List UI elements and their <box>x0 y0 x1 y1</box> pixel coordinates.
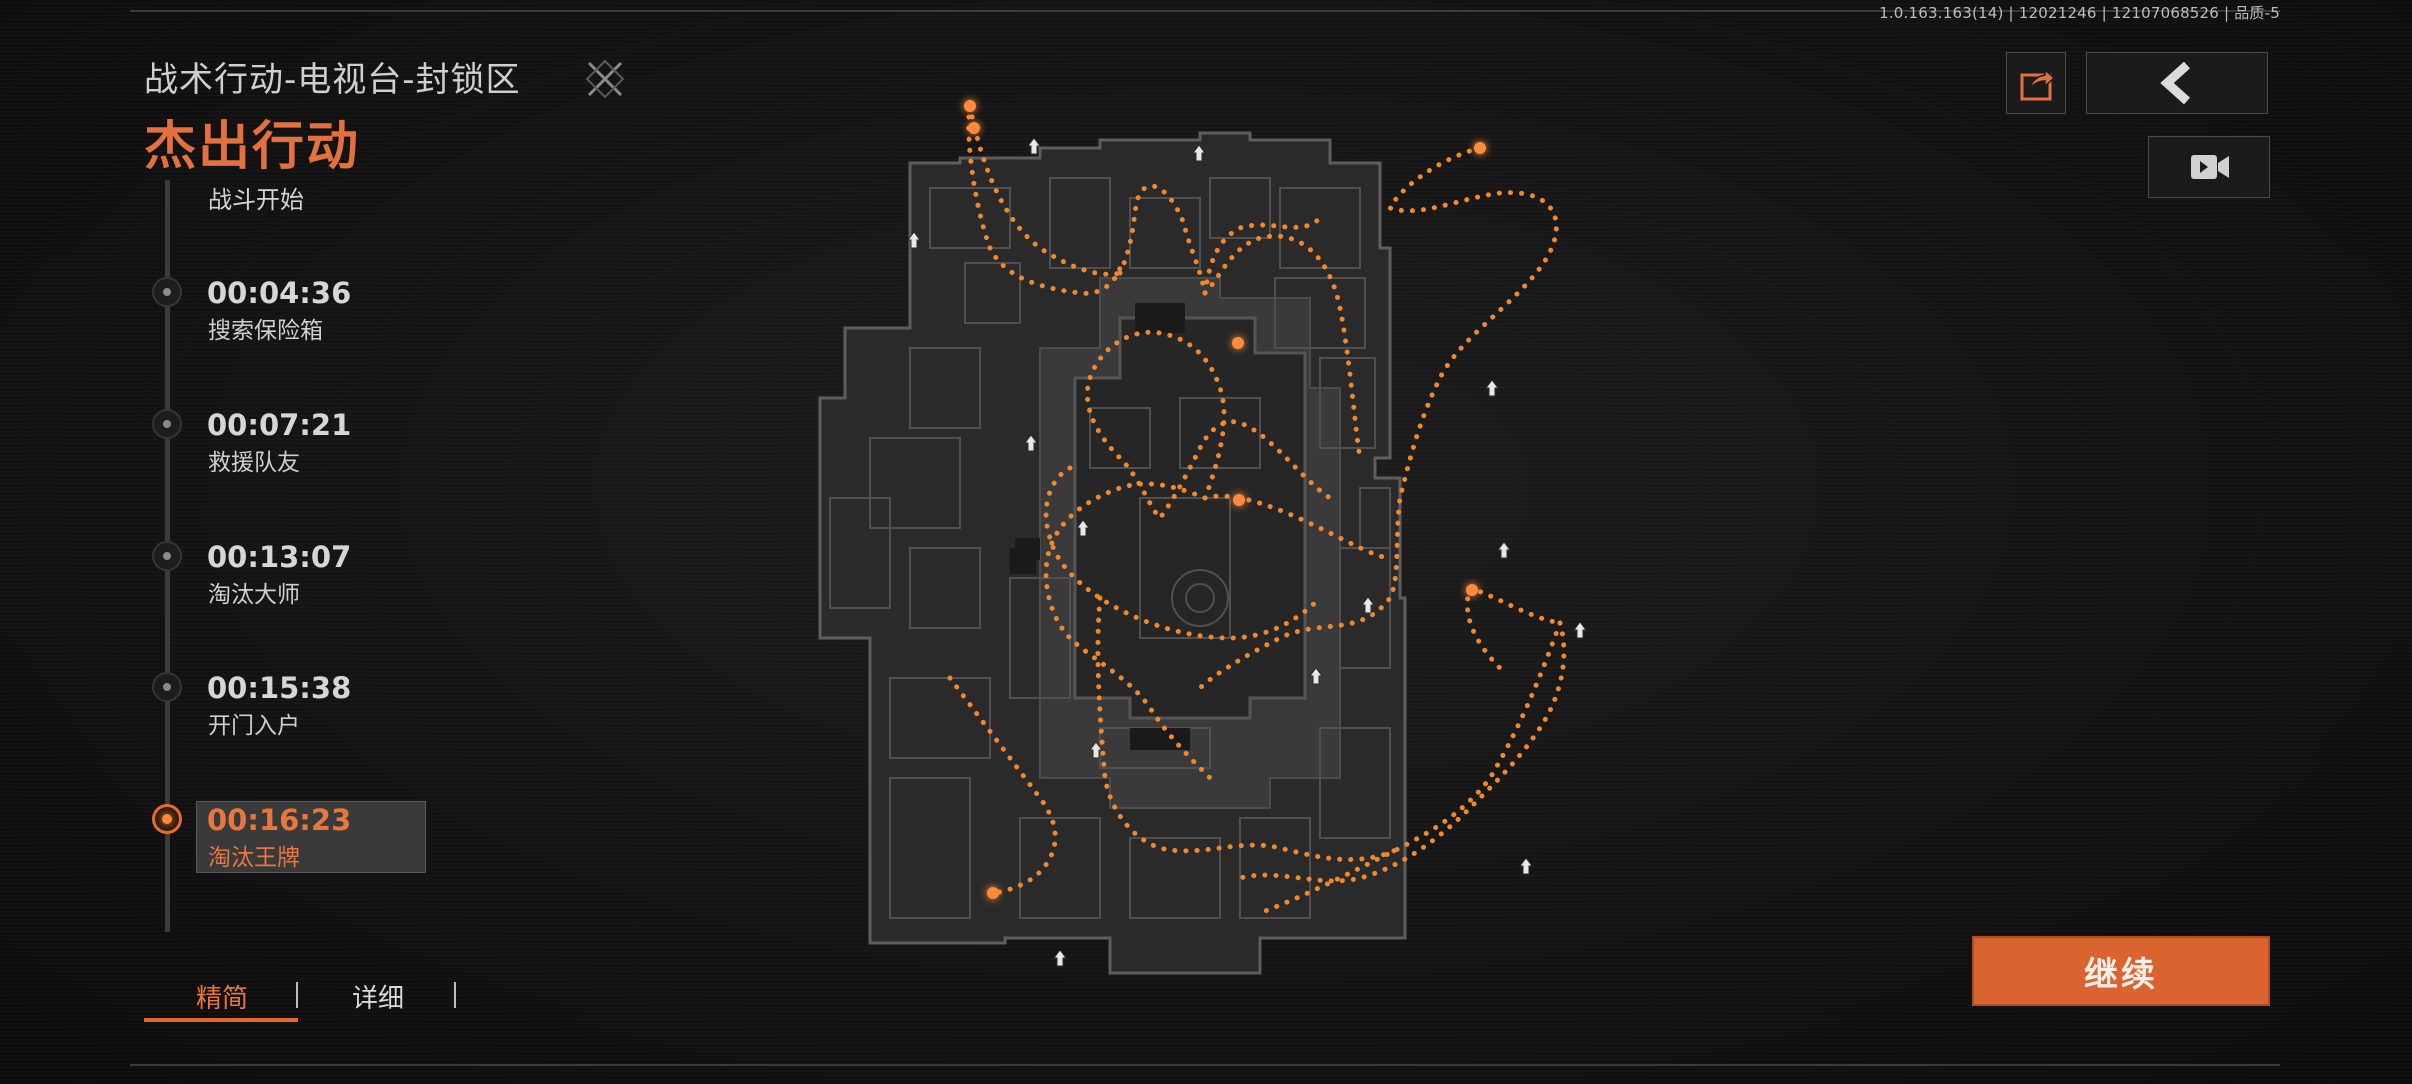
event-marker[interactable] <box>968 122 980 134</box>
continue-button[interactable]: 继续 <box>1972 936 2270 1006</box>
tab-separator <box>296 982 298 1008</box>
timeline-node[interactable] <box>152 409 182 439</box>
operation-name: 杰出行动 <box>144 117 361 177</box>
timeline-node[interactable] <box>152 541 182 571</box>
event-marker[interactable] <box>1233 494 1245 506</box>
active-event-highlight[interactable] <box>196 801 426 873</box>
replay-video-button[interactable] <box>2148 136 2270 198</box>
share-button[interactable] <box>2006 52 2066 114</box>
event-marker[interactable] <box>987 887 999 899</box>
event-label[interactable]: 救援队友 <box>208 450 300 476</box>
chevron-left-icon <box>2160 61 2191 105</box>
event-label[interactable]: 搜索保险箱 <box>208 318 323 344</box>
tab-simple[interactable]: 精简 <box>196 984 249 1014</box>
event-marker[interactable] <box>1232 337 1244 349</box>
event-marker[interactable] <box>1474 142 1486 154</box>
event-time-active[interactable]: 00:16:23 <box>207 803 352 837</box>
close-x-icon <box>585 59 625 99</box>
back-button[interactable] <box>2086 52 2268 114</box>
tab-detail[interactable]: 详细 <box>352 984 405 1014</box>
event-markers <box>964 100 1486 899</box>
event-time[interactable]: 00:15:38 <box>207 671 352 705</box>
event-marker[interactable] <box>964 100 976 112</box>
share-icon <box>2020 68 2056 101</box>
event-time[interactable]: 00:07:21 <box>207 408 352 442</box>
event-label[interactable]: 开门入户 <box>208 713 300 739</box>
video-camera-icon <box>2191 155 2229 179</box>
tactical-map[interactable] <box>800 78 1600 978</box>
timeline-node[interactable] <box>152 672 182 702</box>
exit-arrow-markers <box>907 137 1587 967</box>
event-label-active[interactable]: 淘汰王牌 <box>208 845 300 871</box>
version-info: 1.0.163.163(14) | 12021246 | 12107068526… <box>1879 4 2280 22</box>
top-divider <box>130 10 2280 12</box>
event-time[interactable]: 00:13:07 <box>207 540 352 574</box>
bottom-divider <box>130 1064 2280 1066</box>
tab-active-underline <box>144 1018 298 1022</box>
tab-separator <box>454 982 456 1008</box>
event-label[interactable]: 淘汰大师 <box>208 582 300 608</box>
timeline-start-label: 战斗开始 <box>208 186 304 214</box>
continue-label: 继续 <box>2084 954 2158 995</box>
timeline-node[interactable] <box>152 277 182 307</box>
event-marker[interactable] <box>1466 584 1478 596</box>
timeline-node-active[interactable] <box>152 804 182 834</box>
map-title: 战术行动-电视台-封锁区 <box>144 60 521 100</box>
map-floorplan <box>818 131 1407 975</box>
event-time[interactable]: 00:04:36 <box>207 276 352 310</box>
movement-path <box>947 103 1567 916</box>
